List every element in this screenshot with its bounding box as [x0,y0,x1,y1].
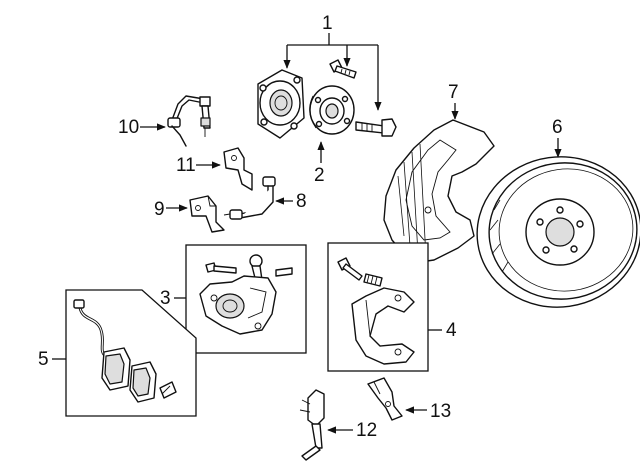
caliper-kit-box [185,244,307,354]
caliper-carrier-box [327,242,429,372]
callout-group-3: 3 [160,288,186,309]
callout-group-10: 10 [118,117,166,138]
callout-label-8: 8 [296,191,307,212]
callout-group-6: 6 [552,117,563,158]
callout-label-13: 13 [430,401,451,422]
wheel-hub-flange [309,85,355,135]
callout-group-1: 1 [283,13,382,111]
callout-group-11: 11 [176,155,221,176]
splash-shield-7 [383,119,495,263]
callout-group-8: 8 [275,191,307,212]
retaining-clip-13 [367,377,403,421]
brake-line-fitting-10 [167,95,211,147]
callout-label-11: 11 [176,155,196,176]
brake-rotor-6 [476,156,640,308]
axle-bolt-long [355,118,397,137]
callout-label-12: 12 [356,420,377,441]
brake-hose-8 [223,176,276,220]
callout-label-5: 5 [38,349,49,370]
callout-label-3: 3 [160,288,171,309]
callout-group-12: 12 [327,420,377,441]
wheel-bearing-hub-assembly [257,69,305,139]
callout-label-7: 7 [448,82,459,103]
callout-group-7: 7 [448,82,459,120]
hose-bracket-11 [223,147,253,191]
callout-label-6: 6 [552,117,563,138]
callout-label-4: 4 [446,320,457,341]
callout-group-13: 13 [405,401,451,422]
callout-label-10: 10 [118,117,139,138]
callout-label-9: 9 [154,199,165,220]
hub-bolt-short [329,59,357,79]
callout-group-4: 4 [428,320,457,341]
brake-pad-kit-box [65,289,197,417]
wear-sensor-12 [299,389,325,461]
callout-label-2: 2 [314,165,325,186]
callout-label-1: 1 [322,13,333,34]
bracket-9 [189,195,225,233]
callout-group-2: 2 [314,141,325,186]
callout-group-9: 9 [154,199,188,220]
callout-group-5: 5 [38,349,66,370]
